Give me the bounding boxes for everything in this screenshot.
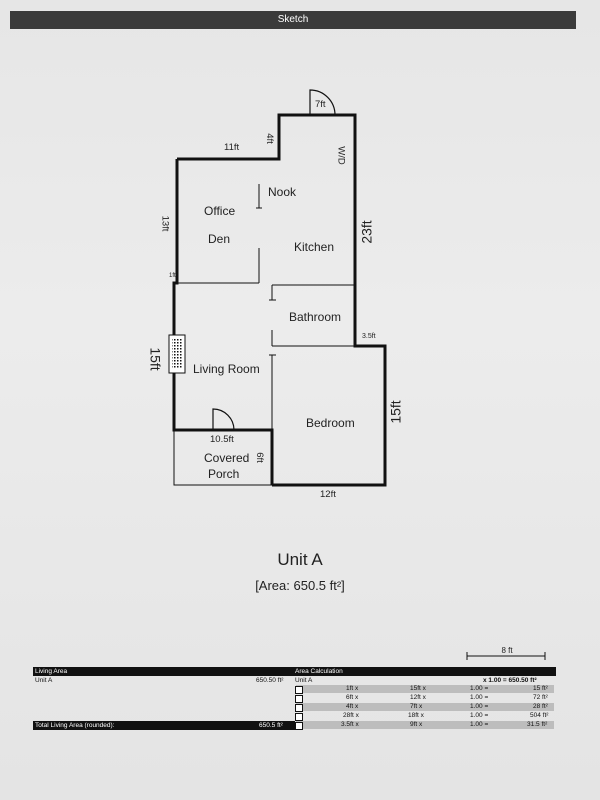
dim-door-top: 7ft	[315, 99, 326, 110]
dim-bottom: 12ft	[320, 489, 336, 500]
row-height: 7ft x	[410, 703, 423, 710]
row-factor: 1.00 =	[470, 721, 489, 728]
washer-dryer-label: W/D	[335, 146, 347, 165]
exterior-wall	[177, 113, 387, 487]
window-title-bar: Sketch	[10, 11, 576, 29]
row-factor: 1.00 =	[470, 694, 489, 701]
row-area: 31.5 ft²	[527, 721, 548, 728]
dim-small-left: 1ft	[169, 273, 176, 279]
row-height: 18ft x	[408, 712, 424, 719]
dim-left-upper: 13ft	[159, 215, 171, 232]
unit-title: Unit A	[277, 550, 323, 569]
table-header-bar	[33, 667, 556, 676]
row-area: 72 ft²	[533, 694, 548, 701]
window-title: Sketch	[277, 14, 309, 25]
room-bedroom: Bedroom	[306, 416, 355, 430]
row-height: 12ft x	[410, 694, 426, 701]
table-unit-label: Unit A	[295, 677, 313, 684]
dim-porch-depth: 6ft	[253, 452, 265, 463]
room-office: Office	[204, 204, 236, 218]
table-total-value: 650.5 ft²	[259, 722, 283, 729]
room-porch-line1: Covered	[204, 451, 250, 465]
table-unit-area: 650.50 ft²	[256, 677, 284, 684]
porch-outline	[173, 430, 272, 486]
scale-indicator: 8 ft	[462, 646, 552, 666]
row-area: 28 ft²	[533, 703, 548, 710]
row-width: 28ft x	[343, 712, 359, 719]
table-left-header: Living Area	[35, 668, 68, 675]
dim-bath-step: 3.5ft	[362, 333, 376, 340]
row-width: 6ft x	[346, 694, 359, 701]
row-area: 504 ft²	[530, 712, 549, 719]
room-porch-line2: Porch	[208, 467, 240, 481]
row-checkbox[interactable]	[295, 686, 303, 694]
porch-door-swing	[212, 408, 235, 431]
row-factor: 1.00 =	[470, 703, 489, 710]
row-width: 1ft x	[346, 685, 359, 692]
dim-notch: 4ft	[263, 133, 275, 144]
room-bathroom: Bathroom	[289, 310, 342, 324]
row-checkbox[interactable]	[295, 713, 303, 721]
dim-right-upper: 23ft	[358, 220, 375, 244]
row-width: 4ft x	[346, 703, 359, 710]
table-unit-name: Unit A	[35, 677, 53, 684]
room-living-room: Living Room	[193, 362, 260, 376]
row-height: 15ft x	[410, 685, 426, 692]
room-nook: Nook	[268, 185, 297, 199]
dim-porch-width: 10.5ft	[210, 434, 234, 445]
row-checkbox[interactable]	[295, 695, 303, 703]
dim-living-left: 15ft	[147, 347, 164, 371]
table-total-label: Total Living Area (rounded):	[35, 722, 115, 729]
dim-bedroom-right: 15ft	[387, 400, 404, 424]
unit-area: [Area: 650.5 ft²]	[255, 578, 345, 593]
room-den: Den	[208, 232, 231, 246]
row-factor: 1.00 =	[470, 712, 489, 719]
row-checkbox[interactable]	[295, 704, 303, 712]
table-total-bar	[33, 721, 295, 730]
table-total-formula: x 1.00 = 650.50 ft²	[483, 677, 537, 684]
scale-label: 8 ft	[501, 646, 513, 655]
room-kitchen: Kitchen	[294, 240, 335, 254]
row-area: 15 ft²	[533, 685, 548, 692]
row-height: 9ft x	[410, 721, 423, 728]
row-factor: 1.00 =	[470, 685, 489, 692]
dim-top-left: 11ft	[224, 142, 240, 153]
row-checkbox[interactable]	[295, 722, 303, 730]
row-width: 3.5ft x	[341, 721, 359, 728]
area-calculation-table: Living Area Area Calculation Unit A 650.…	[33, 667, 556, 735]
table-right-header: Area Calculation	[295, 668, 343, 675]
entry-door-swing	[309, 89, 336, 116]
